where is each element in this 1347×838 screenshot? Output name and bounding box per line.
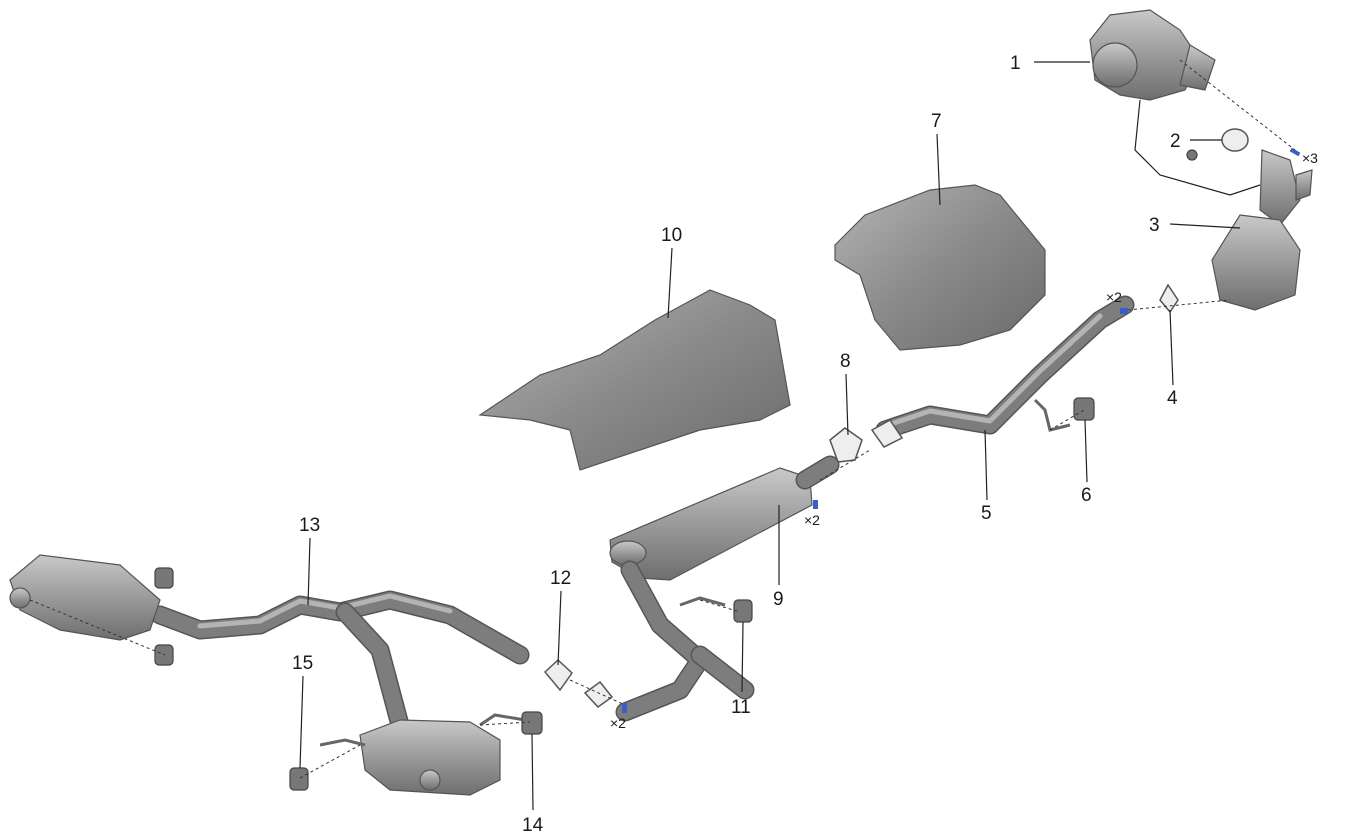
bolt-icon: [813, 500, 818, 509]
callout-12: 12: [550, 568, 571, 589]
qty-rear-bolts: ×2: [610, 715, 626, 731]
bolt-icon: [1289, 147, 1301, 157]
callout-10: 10: [661, 225, 682, 246]
rear-pipe: [9, 554, 530, 796]
callout-4: 4: [1167, 388, 1178, 409]
callout-13: 13: [299, 515, 320, 536]
gasket-12: [543, 658, 573, 692]
qty-cat-bolts: ×2: [1106, 289, 1122, 305]
callout-11: 11: [731, 697, 751, 718]
catalytic-converter: [1211, 149, 1313, 311]
qty-center-bolts: ×2: [804, 512, 820, 528]
callout-2: 2: [1170, 131, 1181, 152]
callout-15: 15: [292, 653, 313, 674]
callout-3: 3: [1149, 215, 1160, 236]
heat-shield-center: [478, 289, 791, 471]
gasket-2: [1186, 128, 1249, 161]
gasket-4: [1159, 283, 1179, 314]
rubber-mount-15: [289, 767, 309, 791]
callout-7: 7: [931, 111, 942, 132]
rubber-mount-6: [1073, 397, 1095, 421]
bolt-icon: [1120, 308, 1128, 314]
front-pipe: [870, 295, 1135, 448]
rubber-mount: [154, 567, 174, 589]
callout-6: 6: [1081, 485, 1092, 506]
turbocharger: [1089, 9, 1261, 196]
heat-shield-front: [834, 184, 1046, 351]
callout-8: 8: [840, 351, 851, 372]
callout-9: 9: [773, 589, 784, 610]
qty-turbo-bolts: ×3: [1302, 150, 1318, 166]
rubber-mount-14: [521, 711, 543, 735]
callout-14: 14: [522, 815, 544, 836]
bolt-icon: [622, 703, 627, 713]
center-muffler: [583, 455, 840, 722]
callout-5: 5: [981, 503, 992, 524]
callout-1: 1: [1010, 53, 1021, 74]
